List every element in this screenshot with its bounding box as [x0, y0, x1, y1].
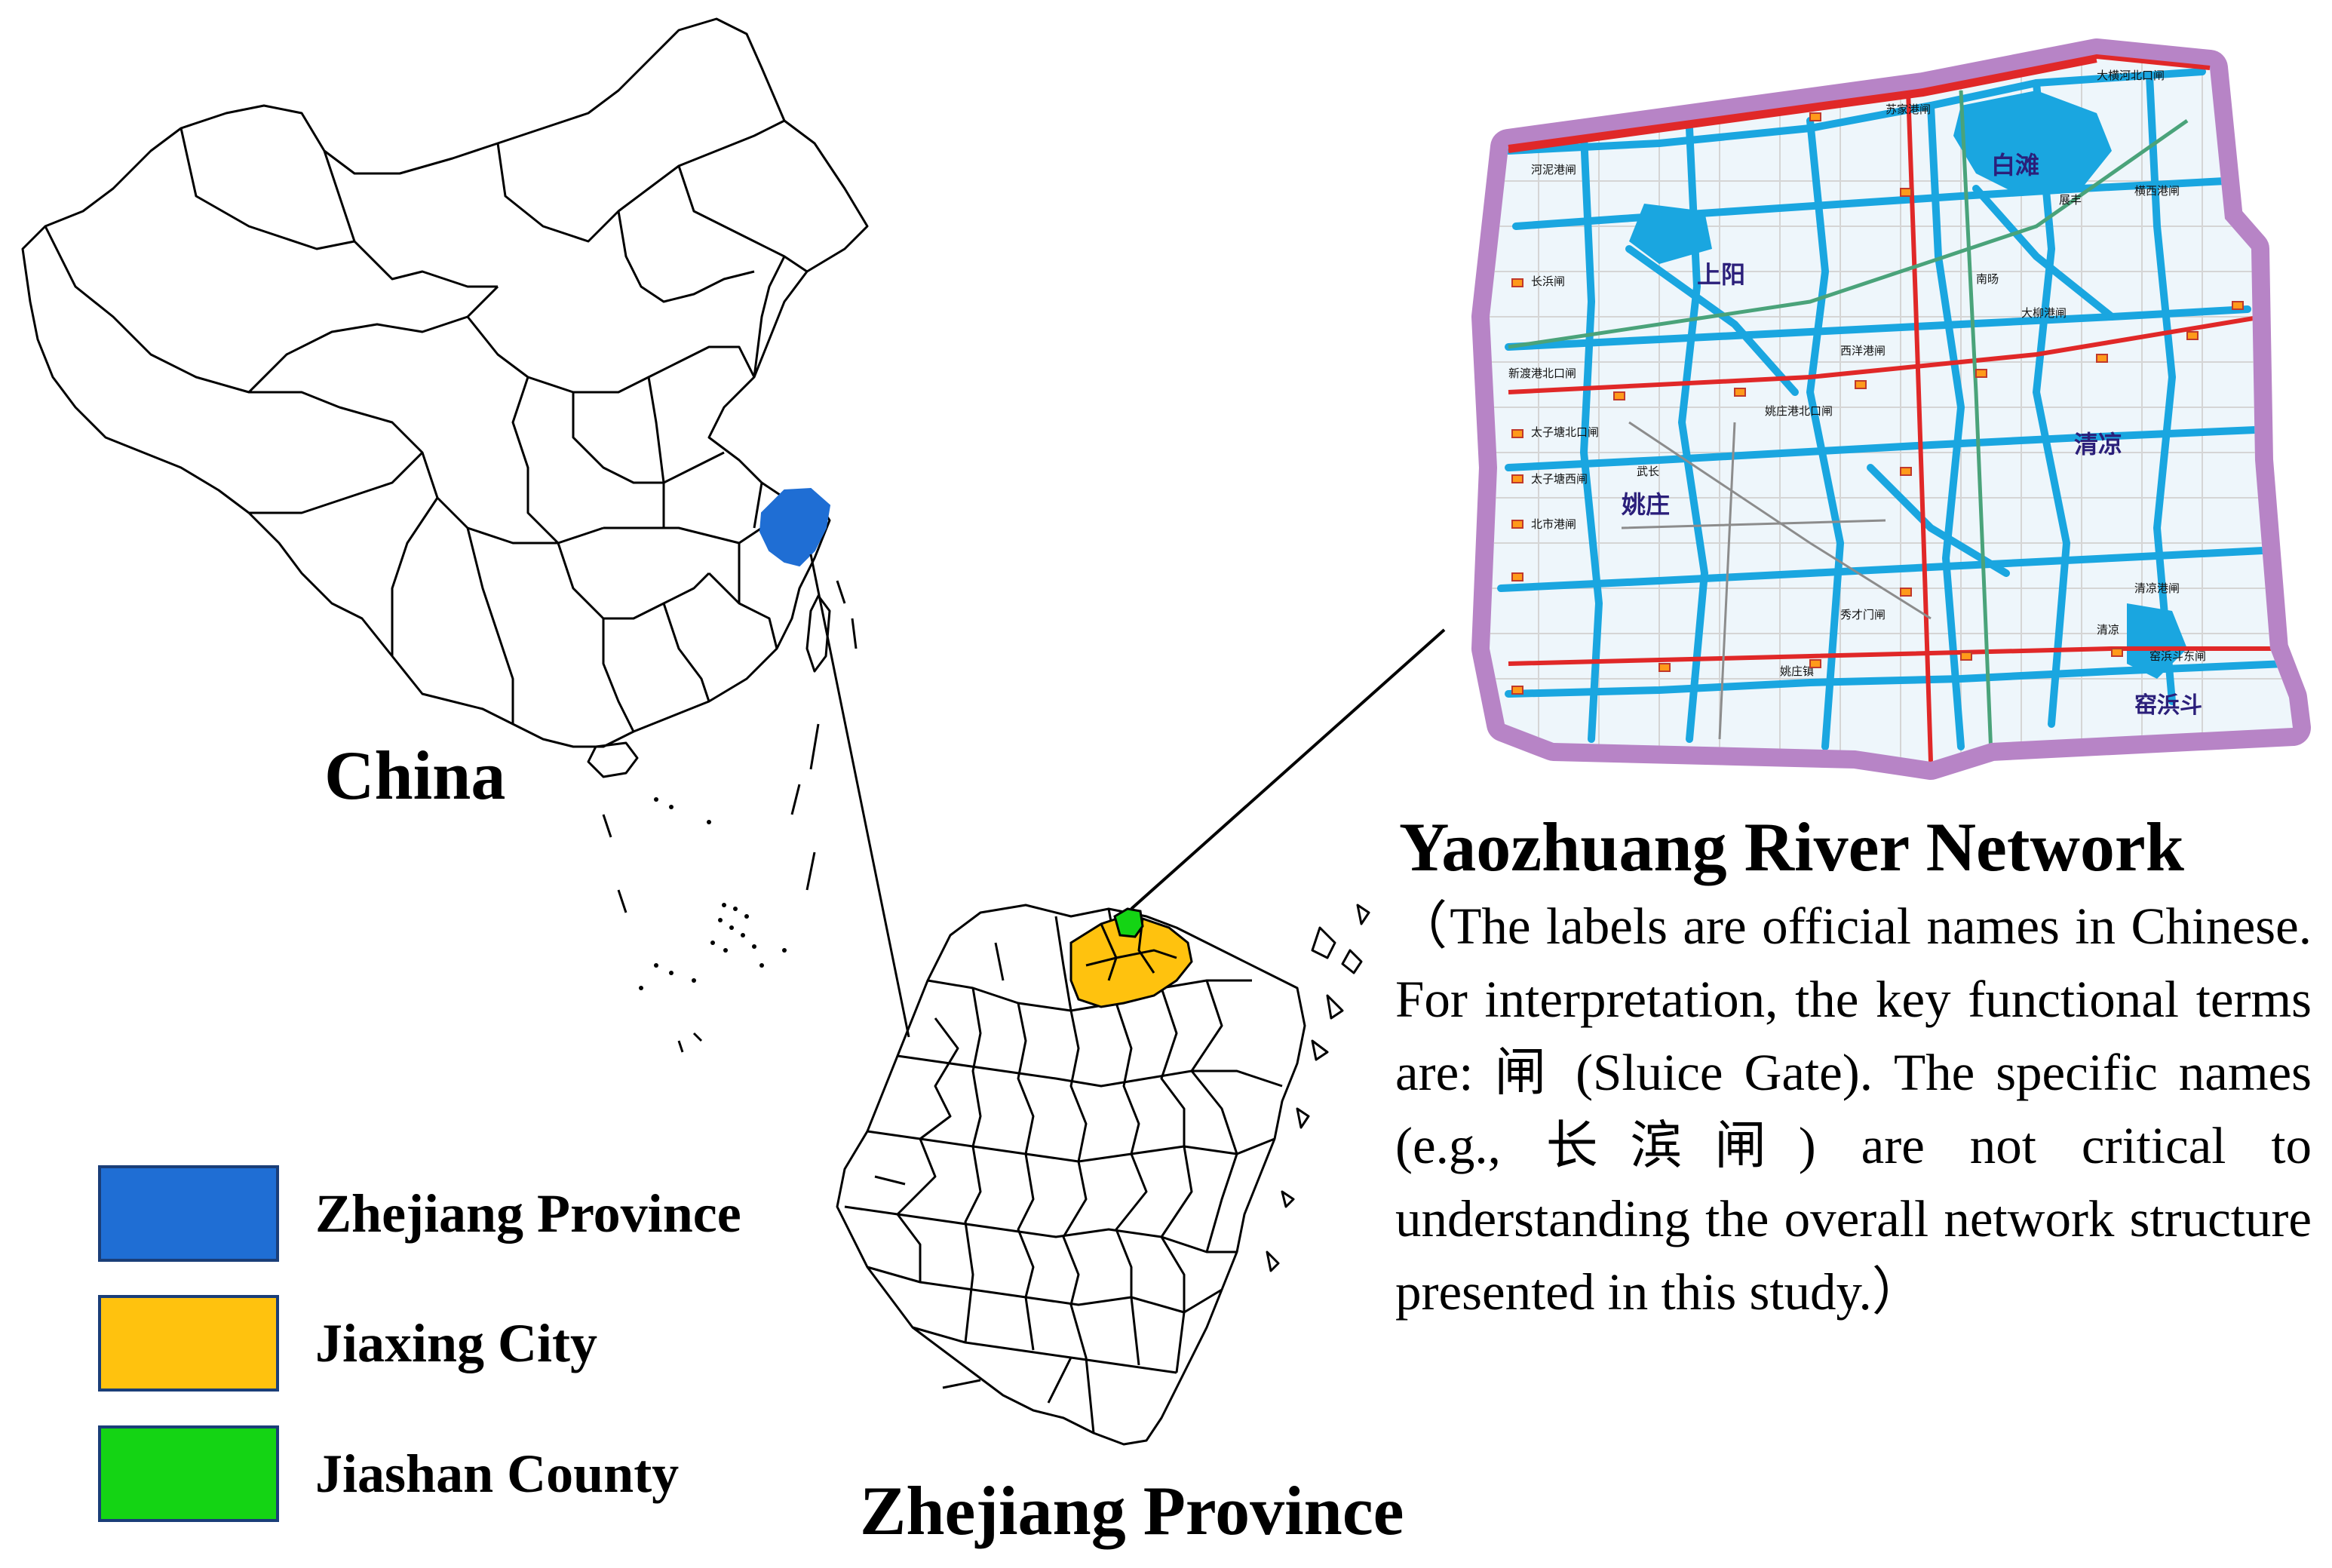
gate-label: 横西港闸 [2134, 184, 2180, 198]
gate-label: 太子塘北口闸 [1531, 425, 1599, 439]
river-network-map: 白滩 上阳 清凉 姚庄 窑浜斗 姚庄镇 清凉 武长 南旸 展丰 河泥港闸 长浜闸… [1471, 38, 2311, 780]
legend-swatch [98, 1295, 279, 1392]
gate-label: 秀才门闸 [1840, 608, 1886, 621]
region-label: 武长 [1637, 465, 1659, 478]
gate-label: 长浜闸 [1531, 275, 1565, 288]
legend-swatch [98, 1425, 279, 1522]
gate-label: 大横河北口闸 [2097, 69, 2165, 82]
gate-label: 新渡港北口闸 [1508, 367, 1576, 380]
region-label: 窑浜斗 [2134, 692, 2202, 719]
china-map [21, 17, 869, 913]
gate-label: 窑浜斗东闸 [2149, 649, 2206, 663]
gate-label: 河泥港闸 [1531, 163, 1576, 176]
gate-label: 北市港闸 [1531, 517, 1576, 531]
zhejiang-map [836, 904, 1370, 1446]
gate-label: 苏家港闸 [1886, 103, 1931, 116]
gate-label: 太子塘西闸 [1531, 472, 1588, 486]
legend-item-jiashan: Jiashan County [98, 1425, 679, 1522]
zhejiang-map-title: Zhejiang Province [860, 1472, 1404, 1549]
region-label: 清凉 [2074, 430, 2122, 459]
gate-label: 大柳港闸 [2021, 306, 2067, 320]
region-label: 姚庄 [1621, 490, 1670, 519]
river-network-title: Yaozhuang River Network [1399, 809, 2184, 885]
region-label: 白滩 [1991, 151, 2039, 180]
zhejiang-jiashan-highlight [1113, 907, 1144, 938]
region-label: 展丰 [2059, 193, 2082, 207]
legend-label: Jiaxing City [315, 1312, 598, 1373]
legend-item-zhejiang: Zhejiang Province [98, 1165, 741, 1262]
region-label: 姚庄镇 [1780, 664, 1814, 678]
gate-label: 清凉港闸 [2134, 581, 2180, 595]
connector-china-zhejiang [809, 554, 910, 1038]
region-label: 清凉 [2097, 623, 2119, 637]
china-zhejiang-highlight [759, 487, 831, 567]
river-network-note: （The labels are official names in Chines… [1395, 898, 2312, 1321]
legend-label: Zhejiang Province [315, 1183, 741, 1244]
gate-label: 西洋港闸 [1840, 344, 1886, 357]
region-label: 南旸 [1976, 272, 1999, 286]
gate-label: 姚庄港北口闸 [1765, 404, 1833, 418]
south-sea-islands [639, 797, 787, 990]
china-map-title: China [324, 737, 506, 814]
legend-item-jiaxing: Jiaxing City [98, 1295, 597, 1392]
region-label: 上阳 [1697, 260, 1745, 289]
legend-label: Jiashan County [315, 1443, 680, 1504]
legend-swatch [98, 1165, 279, 1262]
connector-zhejiang-river [1130, 628, 1446, 910]
